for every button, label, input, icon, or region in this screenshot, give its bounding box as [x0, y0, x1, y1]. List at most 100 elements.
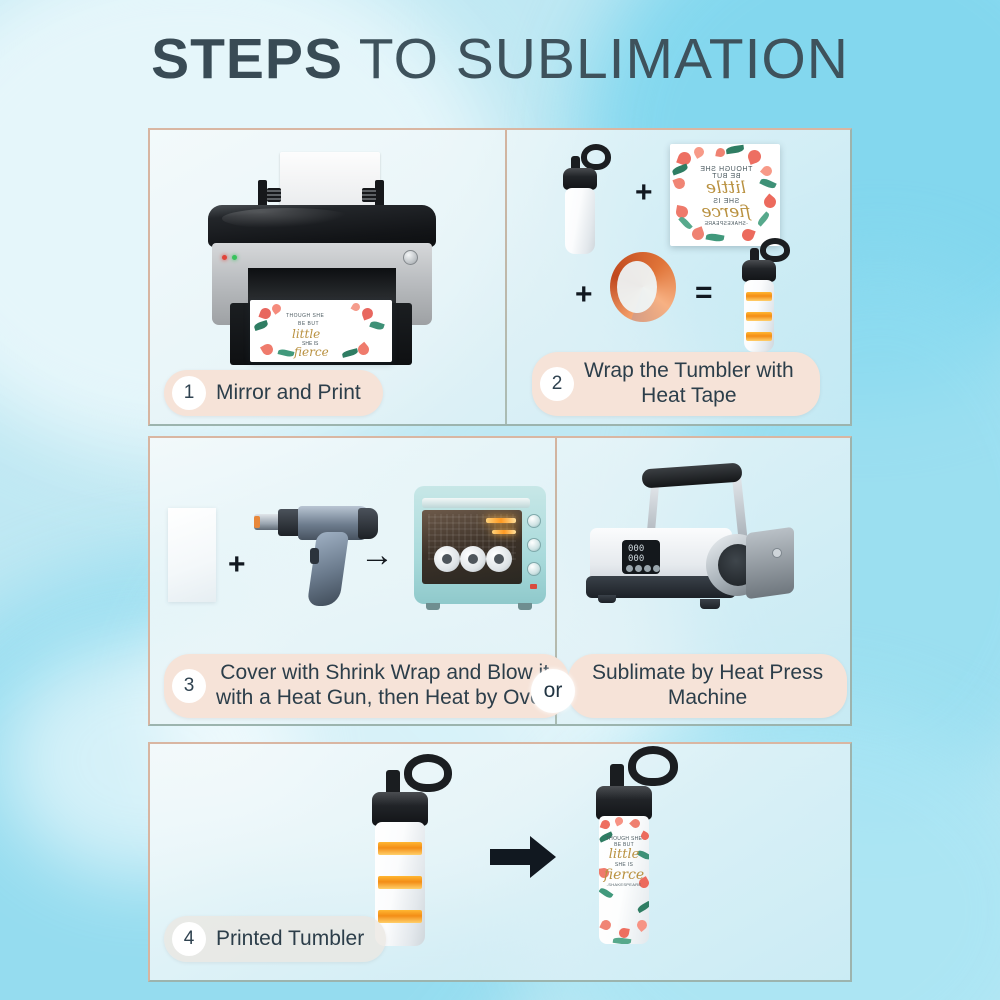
flower-petal	[690, 226, 706, 242]
press-button[interactable]	[626, 565, 633, 572]
step-1-badge: 1 Mirror and Print	[164, 370, 383, 416]
tumbler-handle	[628, 746, 678, 786]
press-button[interactable]	[644, 565, 651, 572]
flower-petal	[761, 193, 779, 211]
design-script-line: fierce	[294, 345, 329, 359]
heat-tape-strip	[746, 292, 772, 301]
shrink-wrap-sheet	[168, 508, 216, 602]
design-caption-line: SHE IS	[614, 861, 634, 868]
page-title: STEPS TO SUBLIMATION	[0, 26, 1000, 92]
design-script-line: fierce	[701, 202, 751, 222]
printer-illustration: THOUGH SHE BE BUT little SHE IS fierce	[170, 140, 500, 385]
panel-row-3: THOUGH SHE BE BUT little SHE IS fierce -…	[148, 742, 852, 982]
tumbler-handle	[404, 754, 452, 792]
printed-design-sheet: THOUGH SHE BE BUT little SHE IS fierce	[250, 300, 392, 362]
panel-divider-row1	[505, 130, 507, 424]
panel-divider-row2	[555, 438, 557, 724]
design-caption-line: -SHAKESPEARE	[606, 882, 642, 888]
tumbler-spout	[610, 764, 624, 790]
result-arrow-icon	[490, 836, 556, 878]
design-caption-line: BE BUT	[614, 842, 634, 848]
mirrored-design-text: THOUGH SHE BE BUT little SHE IS fierce -…	[688, 166, 764, 227]
oven-knob-temperature[interactable]	[527, 514, 541, 528]
flower-petal	[350, 301, 362, 313]
printer-feed-ridges-right	[362, 188, 376, 202]
press-handle[interactable]	[641, 462, 743, 489]
flower-leaf	[369, 320, 385, 331]
heat-gun-grip	[306, 532, 350, 606]
flower-petal	[672, 176, 687, 191]
design-script-line: fierce	[603, 866, 645, 883]
design-script-line: little	[608, 847, 640, 862]
printer-feed-guide-left	[258, 180, 267, 210]
tumbler-body	[565, 188, 595, 254]
flower-leaf	[253, 320, 269, 331]
step-2-label: Wrap the Tumbler with Heat Tape	[584, 359, 794, 407]
heat-gun-nozzle	[254, 514, 282, 530]
step-3-badge: 3 Cover with Shrink Wrap and Blow it wit…	[164, 654, 570, 718]
oven-knob-function[interactable]	[527, 538, 541, 552]
plus-sign-1: +	[635, 176, 653, 209]
flower-petal	[613, 816, 625, 827]
design-caption-line: THOUGH SHE	[699, 166, 753, 173]
step-4-badge: 4 Printed Tumbler	[164, 916, 387, 962]
design-script-line: little	[705, 178, 747, 198]
press-button[interactable]	[635, 565, 642, 572]
press-foot-right	[700, 599, 720, 609]
tumbler-handle	[581, 144, 611, 170]
oven-tumbler-core	[494, 554, 504, 564]
printer-led-red	[222, 255, 227, 260]
tumbler-lid	[563, 168, 597, 190]
taped-tumbler	[732, 238, 804, 356]
flower-petal	[629, 817, 642, 830]
press-foot-left	[598, 595, 616, 603]
flower-petal	[599, 818, 612, 831]
arrow-to-oven: →	[360, 536, 394, 574]
flower-leaf	[599, 886, 614, 900]
tumbler-spout	[386, 770, 400, 796]
printer-feed-guide-right	[375, 180, 384, 210]
flower-petal	[360, 306, 375, 321]
heat-gun-trigger[interactable]	[310, 548, 319, 564]
heat-gun	[254, 498, 389, 618]
oven-heating-element	[486, 518, 516, 523]
flower-leaf	[277, 348, 295, 358]
flower-leaf	[636, 900, 649, 914]
oven-foot	[426, 603, 440, 610]
step-4-number: 4	[172, 922, 206, 956]
oven-foot	[518, 603, 532, 610]
heat-tape-strip	[378, 910, 422, 923]
equals-sign: =	[695, 276, 713, 309]
design-script-line: little	[292, 327, 321, 341]
step-1-label: Mirror and Print	[216, 380, 361, 404]
flower-leaf	[671, 163, 689, 176]
design-caption-line: SHE IS	[302, 341, 319, 347]
oven-knob-timer[interactable]	[527, 562, 541, 576]
panel-row-2: + → 3 Cover with Shrink Wrap and Blow	[148, 436, 852, 726]
design-caption-line: THOUGH SHE	[605, 836, 643, 842]
design-caption-line: THOUGH SHE	[286, 313, 325, 319]
oven-power-led	[530, 584, 537, 589]
press-pivot-bolt	[772, 548, 782, 558]
tumbler-lid	[596, 786, 652, 820]
press-side-plate	[746, 526, 794, 600]
taped-tumbler-final	[360, 754, 480, 950]
flower-leaf	[341, 348, 359, 358]
design-caption-line: -SHAKESPEARE	[704, 221, 748, 227]
printer-feed-ridges-left	[267, 188, 281, 202]
flower-leaf	[725, 144, 745, 155]
title-light-part: TO SUBLIMATION	[342, 27, 849, 91]
printed-tumbler-final: THOUGH SHE BE BUT little SHE IS fierce -…	[582, 746, 712, 954]
printer-lid	[208, 205, 436, 247]
tumbler-spout	[571, 156, 580, 172]
printer-power-button[interactable]	[403, 250, 418, 265]
step-4-label: Printed Tumbler	[216, 926, 365, 950]
step-2-badge: 2 Wrap the Tumbler with Heat Tape	[532, 352, 820, 416]
press-button[interactable]	[653, 565, 660, 572]
heat-tape-strip	[746, 332, 772, 341]
flower-petal	[599, 918, 613, 932]
heat-gun-nozzle-tip	[254, 516, 260, 528]
heat-gun-rear	[358, 508, 378, 539]
heat-tape-strip	[746, 312, 772, 321]
printer-led-green	[232, 255, 237, 260]
